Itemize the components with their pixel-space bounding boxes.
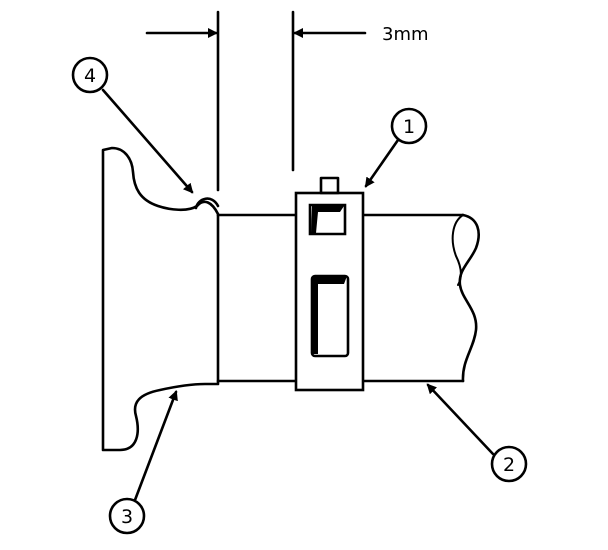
flange-bead — [194, 197, 220, 210]
callout-4: 4 — [71, 56, 109, 94]
callout-1-circle — [390, 107, 428, 145]
dimension-label: 3mm — [382, 24, 429, 45]
leaders — [101, 88, 495, 502]
leader-3 — [133, 390, 178, 502]
leader-2 — [426, 383, 495, 456]
leader-1 — [364, 138, 400, 188]
callout-2-label: 2 — [503, 454, 515, 476]
fitting-flange — [101, 146, 220, 452]
callout-1-label: 1 — [403, 116, 415, 138]
callout-2-circle — [490, 445, 528, 483]
leader-4 — [101, 88, 194, 194]
clamp-upper-window-shade — [311, 206, 344, 233]
hose-cut-end — [458, 213, 480, 383]
callout-1: 1 — [390, 107, 428, 145]
flange-outline — [101, 146, 220, 452]
callout-3-label: 3 — [121, 506, 133, 528]
clamp-tab-top — [319, 176, 340, 195]
callout-2: 2 — [490, 445, 528, 483]
clamp-lower-window-shade — [313, 276, 347, 354]
clamp-upper-window — [308, 203, 347, 236]
hose-clamp — [294, 176, 365, 392]
callout-4-circle — [71, 56, 109, 94]
callout-3: 3 — [108, 497, 146, 535]
callout-4-label: 4 — [84, 65, 96, 87]
dimension-3mm: 3mm — [145, 10, 429, 192]
hose-cut-inner — [451, 214, 464, 286]
callout-3-circle — [108, 497, 146, 535]
